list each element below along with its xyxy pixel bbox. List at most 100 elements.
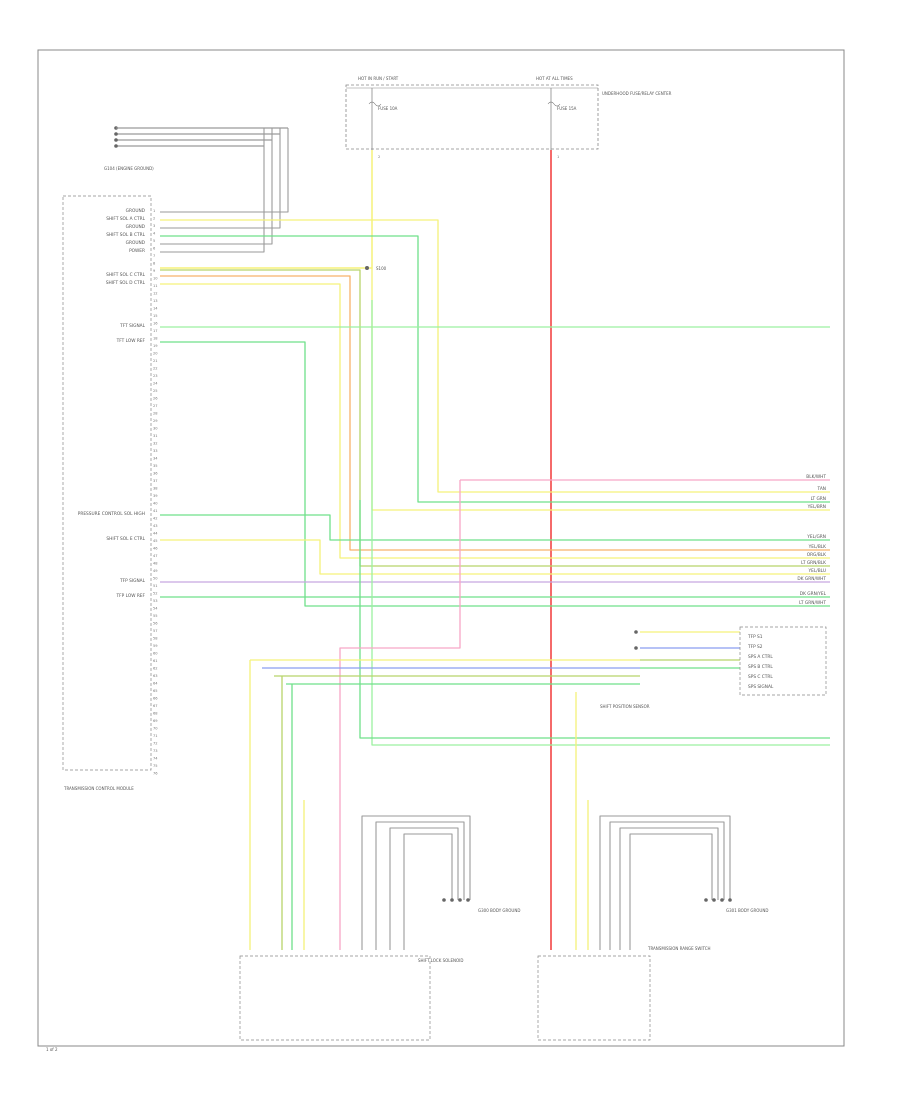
- splice-dot: [365, 266, 369, 270]
- left-module-label: TFT SIGNAL: [119, 323, 145, 329]
- connector-dot: [712, 898, 716, 902]
- left-module-pin: 71: [153, 734, 158, 738]
- left-module-pin: 54: [153, 607, 158, 611]
- right-connector-label: YEL/BLU: [808, 568, 826, 574]
- fuse-pin-left: 2: [378, 155, 380, 159]
- left-module-pin: 23: [153, 374, 158, 378]
- left-module-label: SHIFT SOL B CTRL: [106, 232, 145, 238]
- left-module-pin: 61: [153, 659, 158, 663]
- fuse-left-hot-label: HOT IN RUN / START: [358, 76, 399, 81]
- connector-dot: [720, 898, 724, 902]
- right-module-label: SPS A CTRL: [748, 654, 773, 660]
- left-module-pin: 67: [153, 704, 158, 708]
- left-module-pin: 16: [153, 322, 158, 326]
- page-border: [37, 49, 845, 1047]
- left-module-pin: 72: [153, 742, 158, 746]
- bottom-left-title: SHIFT LOCK SOLENOID: [418, 958, 463, 963]
- left-module-pin: 75: [153, 764, 158, 768]
- right-connector-label: YEL/BRN: [807, 504, 826, 510]
- right-connector-label: DK GRN/YEL: [800, 591, 827, 597]
- right-connector-label: LT GRN/BLK: [801, 560, 826, 566]
- splice-label: S100: [376, 266, 387, 271]
- left-module-pin: 26: [153, 397, 158, 401]
- footer-code: 1 of 2: [46, 1047, 58, 1052]
- left-module-pin: 17: [153, 329, 158, 333]
- right-connector-label: DK GRN/WHT: [797, 576, 826, 582]
- wire: [389, 827, 459, 950]
- left-module-pin: 1: [153, 209, 155, 213]
- wire: [160, 283, 830, 559]
- left-module-pin: 73: [153, 749, 158, 753]
- wire: [160, 341, 830, 607]
- left-module-pin: 2: [153, 217, 155, 221]
- wire: [160, 539, 830, 575]
- left-module-pin: 12: [153, 292, 158, 296]
- left-module-pin: 63: [153, 674, 158, 678]
- left-module-pin: 49: [153, 569, 158, 573]
- wire: [339, 480, 461, 950]
- left-module-pin: 8: [153, 262, 156, 266]
- left-module-label: TFT LOW REF: [116, 338, 146, 344]
- left-module-pin: 25: [153, 389, 158, 393]
- left-module-label: PRESSURE CONTROL SOL HIGH: [78, 511, 145, 517]
- wire: [361, 815, 471, 950]
- left-module-pin: 60: [153, 652, 158, 656]
- left-module-label: TFP LOW REF: [116, 593, 146, 599]
- left-module-pin: 22: [153, 367, 158, 371]
- fuse-pin-right: 1: [557, 155, 559, 159]
- left-module-pin: 14: [153, 307, 158, 311]
- wire: [375, 821, 465, 950]
- bottom-left-ground-label: G300 BODY GROUND: [478, 908, 520, 913]
- left-module-pin: 19: [153, 344, 158, 348]
- connector-dot: [634, 646, 638, 650]
- fuse-right-hot-label: HOT AT ALL TIMES: [536, 76, 573, 81]
- left-module-pin: 20: [153, 352, 158, 356]
- fuse-left-label: FUSE 10A: [378, 106, 398, 111]
- left-module-title: TRANSMISSION CONTROL MODULE: [63, 786, 134, 791]
- left-module-pin: 39: [153, 494, 158, 498]
- left-module-pin: 59: [153, 644, 158, 648]
- left-module-pin: 30: [153, 427, 158, 431]
- left-module-pin: 5: [153, 239, 155, 243]
- left-module-pin: 56: [153, 622, 158, 626]
- left-module-pin: 48: [153, 562, 158, 566]
- left-module-label: SHIFT SOL A CTRL: [106, 216, 145, 222]
- left-module-pin: 28: [153, 412, 158, 416]
- left-module-pin: 29: [153, 419, 158, 423]
- left-module-pin: 62: [153, 667, 158, 671]
- wire: [160, 514, 830, 541]
- left-module-pin: 42: [153, 517, 158, 521]
- left-module-pin: 36: [153, 472, 158, 476]
- left-module-pin: 41: [153, 509, 158, 513]
- left-module-pin: 57: [153, 629, 158, 633]
- right-connector-label: YEL/BLK: [808, 544, 827, 550]
- left-module-pin: 13: [153, 299, 158, 303]
- wire: [619, 827, 719, 950]
- connector-dot: [704, 898, 708, 902]
- bottom-right-ground-label: G301 BODY GROUND: [726, 908, 768, 913]
- left-module-pin: 15: [153, 314, 158, 318]
- left-module-pin: 18: [153, 337, 158, 341]
- left-module-label: SHIFT SOL E CTRL: [106, 536, 145, 542]
- right-connector-label: ORG/BLK: [807, 552, 826, 558]
- left-module-pin: 66: [153, 697, 158, 701]
- left-module-pin: 37: [153, 479, 158, 483]
- left-module-pin: 46: [153, 547, 158, 551]
- left-module-pin: 50: [153, 577, 158, 581]
- wire: [371, 300, 830, 746]
- wire: [160, 150, 373, 269]
- left-module-pin: 40: [153, 502, 158, 506]
- left-module-pin: 24: [153, 382, 158, 386]
- left-module-pin: 69: [153, 719, 158, 723]
- connector-dot: [466, 898, 470, 902]
- left-module-pin: 7: [153, 254, 155, 258]
- connector-dot: [728, 898, 732, 902]
- right-module-label: TFP S1: [747, 634, 763, 640]
- wire: [160, 275, 830, 551]
